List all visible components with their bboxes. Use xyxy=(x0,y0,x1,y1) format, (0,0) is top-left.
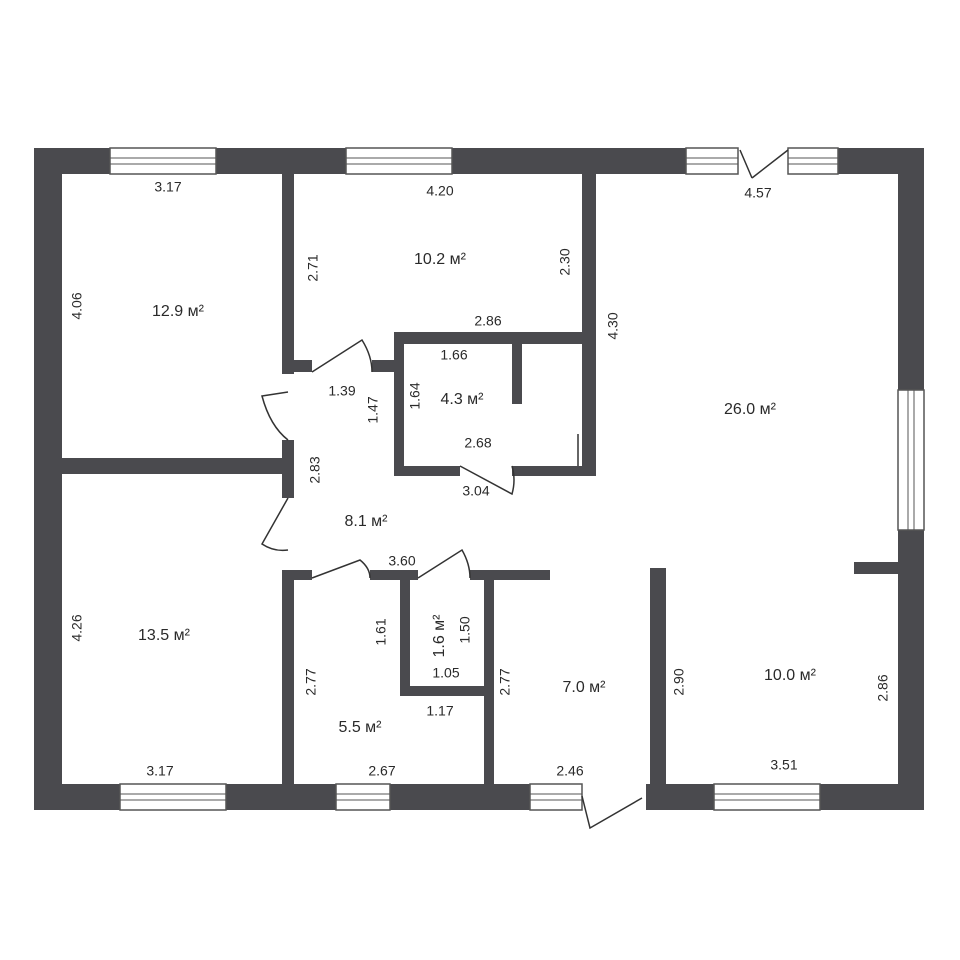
wall-segment xyxy=(282,440,294,498)
wall-segment xyxy=(400,686,490,696)
dimension-label: 4.30 xyxy=(605,312,621,339)
wall-segment xyxy=(582,174,596,476)
dimension-label: 2.68 xyxy=(464,435,491,451)
window-top-right-a xyxy=(685,147,739,175)
wall-segment xyxy=(452,148,686,174)
window-bottom-entrance xyxy=(529,783,583,811)
wall-segment xyxy=(370,570,418,580)
door-balcony xyxy=(739,149,789,179)
door-storage xyxy=(459,465,515,496)
window-top-middle xyxy=(345,147,453,175)
room-area-room-top-middle: 10.2 м² xyxy=(414,251,467,268)
door-bathroom xyxy=(311,559,371,579)
wall-segment xyxy=(820,784,924,810)
room-area-hallway: 8.1 м² xyxy=(344,513,388,530)
dimension-label: 2.46 xyxy=(556,763,583,779)
wall-segment xyxy=(216,148,346,174)
dimension-label: 3.17 xyxy=(146,763,173,779)
dimension-label: 1.64 xyxy=(407,382,423,409)
wall-segment xyxy=(226,784,336,810)
wall-segment xyxy=(650,568,666,784)
dimension-label: 1.39 xyxy=(328,383,355,399)
dimension-label: 1.61 xyxy=(373,618,389,645)
window-top-right-b xyxy=(787,147,839,175)
door-hallway-left-bottom xyxy=(261,497,289,552)
wall-segment xyxy=(292,570,312,580)
walls xyxy=(34,148,924,810)
dimension-label: 1.66 xyxy=(440,347,467,363)
window-bottom-kitchen xyxy=(713,783,821,811)
wall-segment xyxy=(292,360,312,372)
door-entrance xyxy=(581,795,643,830)
dimension-label: 1.05 xyxy=(432,665,459,681)
room-area-toilet: 1.6 м² xyxy=(431,614,448,658)
dimension-label: 2.90 xyxy=(671,668,687,695)
windows xyxy=(109,147,925,811)
door-bedroom-top xyxy=(311,338,373,373)
dimension-label: 2.30 xyxy=(557,248,573,275)
room-area-bedroom-left-top: 12.9 м² xyxy=(152,303,205,320)
dimension-label: 3.17 xyxy=(154,179,181,195)
wall-segment xyxy=(898,530,924,810)
wall-segment xyxy=(282,570,294,784)
wall-segment xyxy=(646,784,714,810)
room-area-bedroom-left-bottom: 13.5 м² xyxy=(138,627,191,644)
wall-segment xyxy=(34,148,62,810)
dimension-label: 4.20 xyxy=(426,183,453,199)
wall-segment xyxy=(62,458,286,474)
dimension-label: 2.86 xyxy=(875,674,891,701)
window-right xyxy=(897,389,925,531)
wall-segment xyxy=(582,434,596,476)
wall-segment xyxy=(372,360,394,372)
dimension-label: 2.77 xyxy=(303,668,319,695)
doors xyxy=(261,149,789,830)
window-bottom-left xyxy=(119,783,227,811)
wall-segment xyxy=(394,332,404,476)
room-area-bathroom: 5.5 м² xyxy=(338,719,382,736)
wall-segment xyxy=(512,466,596,476)
window-bottom-bathroom xyxy=(335,783,391,811)
dimension-label: 2.77 xyxy=(497,668,513,695)
room-area-living-room: 26.0 м² xyxy=(724,401,777,418)
room-area-kitchen: 10.0 м² xyxy=(764,667,817,684)
wall-segment xyxy=(282,174,294,374)
dimension-label: 2.67 xyxy=(368,763,395,779)
wall-segment xyxy=(470,570,550,580)
wall-segment xyxy=(484,576,494,784)
wall-segment xyxy=(400,576,410,696)
wall-segment xyxy=(394,332,596,344)
room-area-storage: 4.3 м² xyxy=(440,391,484,408)
dimension-label: 4.06 xyxy=(69,292,85,319)
dimension-label: 3.60 xyxy=(388,553,415,569)
dimension-label: 3.04 xyxy=(462,483,489,499)
door-toilet xyxy=(417,548,471,579)
dimension-label: 4.57 xyxy=(744,185,771,201)
wall-segment xyxy=(390,784,530,810)
wall-segment xyxy=(394,466,460,476)
wall-segment xyxy=(512,344,522,404)
dimension-label: 1.47 xyxy=(365,396,381,423)
wall-segment xyxy=(34,784,120,810)
dimension-label: 2.83 xyxy=(307,456,323,483)
dimension-label: 1.50 xyxy=(457,616,473,643)
dimension-label: 2.86 xyxy=(474,313,501,329)
labels: 12.9 м² 10.2 м² 26.0 м² 4.3 м² 8.1 м² 13.5 м²… xyxy=(69,179,891,779)
room-area-entrance-room: 7.0 м² xyxy=(562,679,606,696)
wall-segment xyxy=(854,562,900,574)
window-top-left xyxy=(109,147,217,175)
dimension-label: 4.26 xyxy=(69,614,85,641)
dimension-label: 1.17 xyxy=(426,703,453,719)
dimension-label: 2.71 xyxy=(305,254,321,281)
dimension-label: 3.51 xyxy=(770,757,797,773)
door-hallway-left-top xyxy=(261,391,289,441)
wall-segment xyxy=(898,148,924,390)
